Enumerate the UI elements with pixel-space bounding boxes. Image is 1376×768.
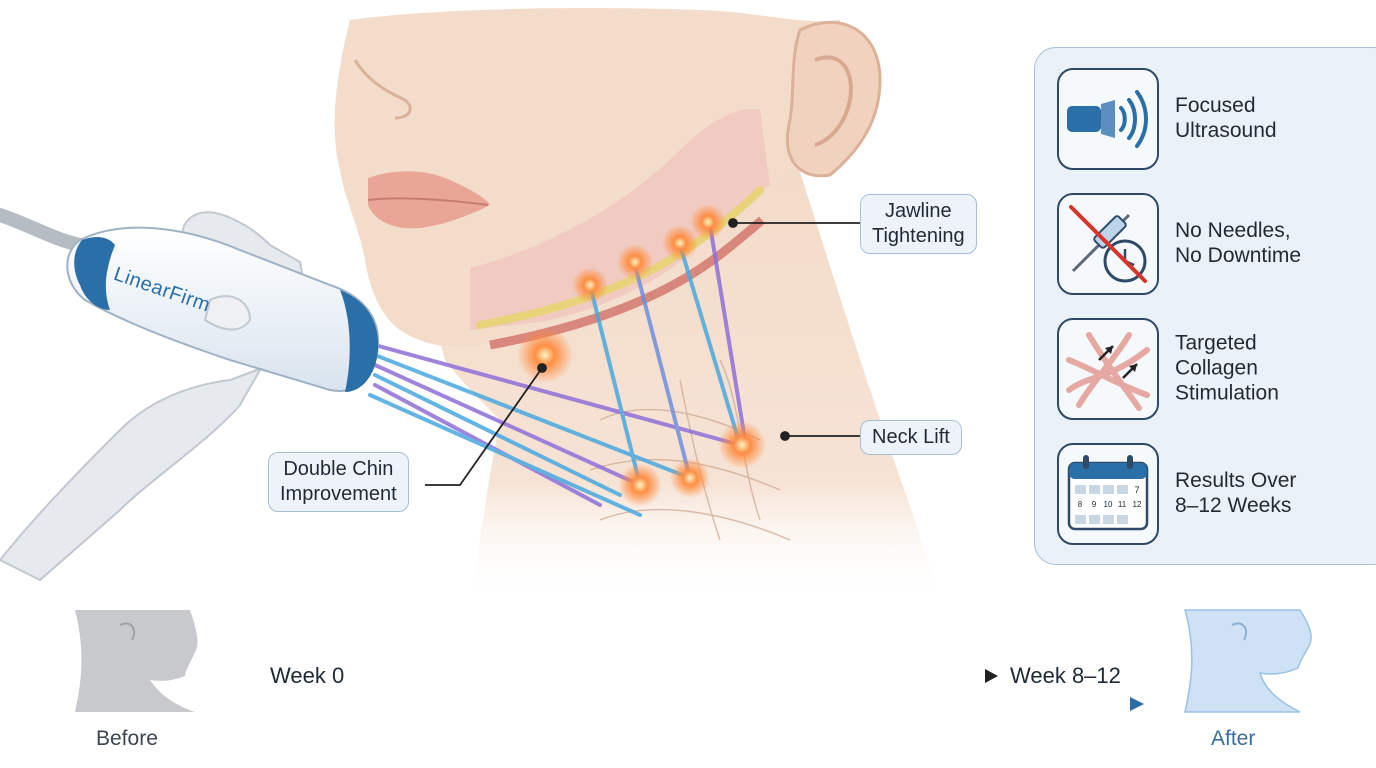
calendar-day-12: 12 [1133, 500, 1142, 509]
callout-double-chin-improvement: Double Chin Improvement [268, 452, 409, 512]
face-neck-illustration [334, 8, 941, 600]
tissue-layer [470, 109, 770, 331]
probe-tip [340, 290, 379, 392]
feature-collagen-stimulation: Targeted Collagen Stimulation [1057, 318, 1376, 420]
after-profile [1184, 609, 1312, 713]
calendar-day-9: 9 [1092, 500, 1097, 509]
calendar-day-11: 11 [1118, 500, 1127, 509]
calendar-day-8: 8 [1078, 500, 1083, 509]
timeline [270, 669, 1144, 711]
neck-skin [334, 20, 941, 600]
after-caption: After [1211, 727, 1256, 750]
probe-band [74, 237, 115, 310]
feature-results-timeline: 7 8 9 10 11 12 Results Over 8–12 Weeks [1057, 443, 1376, 545]
fat-layer [476, 186, 764, 329]
before-caption: Before [96, 727, 158, 750]
face-skin [334, 8, 840, 348]
feature-focused-ultrasound: Focused Ultrasound [1057, 68, 1376, 170]
before-profile [75, 610, 198, 712]
ear [785, 20, 882, 178]
no-needle-icon [1057, 193, 1159, 295]
timeline-end-label: Week 8–12 [1010, 663, 1121, 688]
feature-panel: Focused Ultrasound No Needles, No Downti… [1034, 47, 1376, 565]
probe-cable [0, 208, 87, 252]
calendar-icon: 7 8 9 10 11 12 [1057, 443, 1159, 545]
feature-no-needles: No Needles, No Downtime [1057, 193, 1376, 295]
calendar-day-7: 7 [1134, 485, 1139, 495]
probe-device [0, 208, 380, 582]
collagen-fibers-icon [1057, 318, 1159, 420]
calendar-day-10: 10 [1104, 500, 1113, 509]
leader-lines [425, 218, 860, 486]
ultrasound-icon [1057, 68, 1159, 170]
callout-neck-lift: Neck Lift [860, 420, 962, 455]
callout-jawline-tightening: Jawline Tightening [860, 194, 977, 254]
timeline-start-label: Week 0 [270, 663, 345, 688]
energy-hotspots [517, 204, 766, 507]
